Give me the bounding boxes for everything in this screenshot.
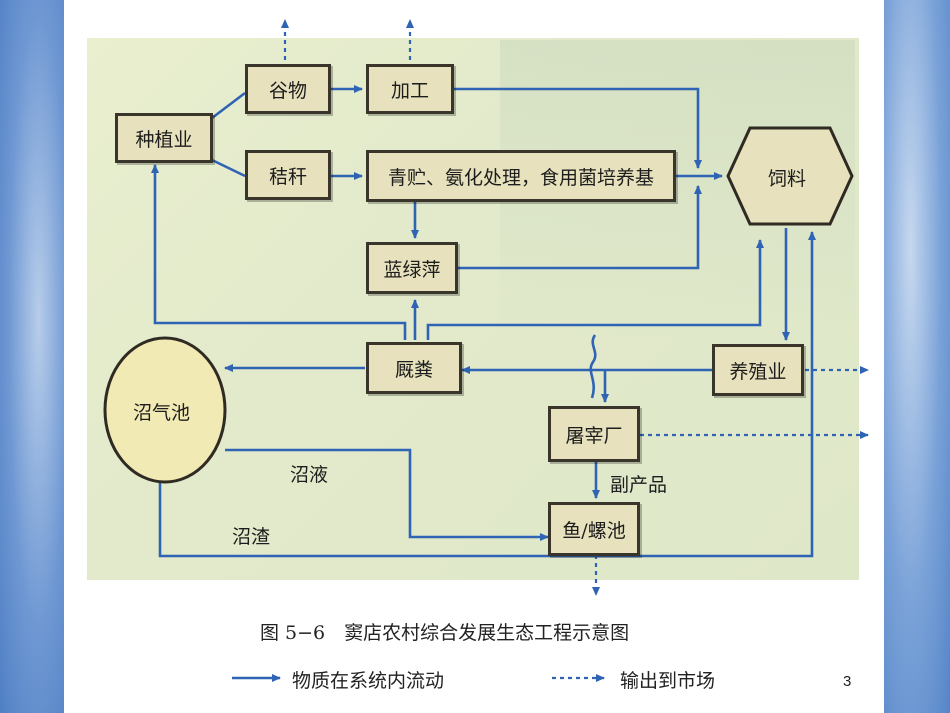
node-lanlvping: 蓝绿萍 (366, 242, 458, 294)
edge-lanlvping-siliao (458, 185, 702, 270)
siliao-shape (726, 126, 854, 226)
figure-caption: 图 5−6 窦店农村综合发展生态工程示意图 (260, 622, 630, 644)
slide-left-decoration (0, 0, 64, 713)
node-tuzaichang: 屠宰厂 (548, 406, 640, 462)
node-qingzhu: 青贮、氨化处理，食用菌培养基 (366, 150, 676, 202)
edge-label-fuchanpin: 副产品 (610, 474, 668, 496)
edge-jifen-zhongzhiye (151, 164, 407, 340)
edge-wavy (589, 334, 597, 399)
edge-zhaozha-siliao (158, 231, 816, 558)
node-jiagong: 加工 (366, 64, 454, 114)
legend-solid-text: 物质在系统内流动 (292, 670, 445, 692)
edge-zhongzhiye-guwu (211, 91, 246, 120)
node-zhongzhiye: 种植业 (115, 113, 213, 163)
node-zhaoqichi-label: 沼气池 (133, 402, 191, 424)
diagram-photo-background (87, 38, 859, 580)
node-jifen: 厩粪 (366, 342, 462, 394)
page-number: 3 (843, 673, 852, 690)
node-yangzhiye: 养殖业 (712, 344, 804, 396)
node-guwu: 谷物 (245, 64, 331, 114)
node-jiegan: 秸秆 (245, 150, 331, 200)
node-yuluochi: 鱼/螺池 (548, 502, 640, 556)
edge-label-zhaoye: 沼液 (290, 464, 329, 486)
edge-label-zhaozha: 沼渣 (232, 526, 271, 548)
legend-dashed-text: 输出到市场 (620, 670, 716, 692)
edge-jiagong-siliao (453, 87, 702, 169)
node-siliao-label: 饲料 (768, 168, 807, 190)
edge-jifen-siliao (426, 239, 764, 340)
edge-zhongzhiye-jiegan (211, 158, 246, 178)
zhaoqichi-shape (103, 336, 227, 484)
edge-zhaoye-yuluochi (225, 448, 549, 541)
slide-right-decoration (884, 0, 950, 713)
